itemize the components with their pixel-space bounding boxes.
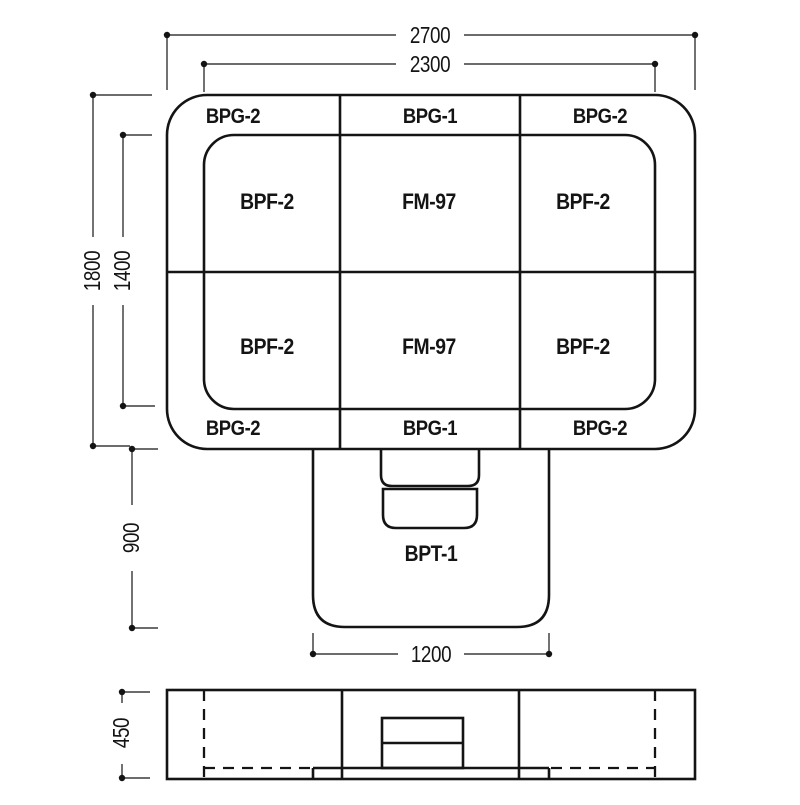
dimension-1800 xyxy=(89,91,152,450)
cell-label-band-bottom-left: BPG-2 xyxy=(206,417,261,440)
cell-label-row1-right: BPF-2 xyxy=(556,190,610,214)
table-step-1 xyxy=(379,449,481,488)
dimension-label-2700: 2700 xyxy=(410,23,450,48)
dimension-900 xyxy=(128,445,158,632)
cell-label-band-top-right: BPG-2 xyxy=(573,105,628,128)
plan-labels: BPG-2 BPG-1 BPG-2 BPF-2 FM-97 BPF-2 BPF-… xyxy=(206,105,628,566)
dimension-label-450: 450 xyxy=(109,718,134,748)
dimension-label-900: 900 xyxy=(119,523,144,553)
dimension-label-1200: 1200 xyxy=(411,642,451,667)
elevation-outline xyxy=(165,688,697,781)
cell-label-row1-left: BPF-2 xyxy=(240,190,294,214)
dimension-1200 xyxy=(309,633,553,658)
table-outline xyxy=(311,449,551,629)
dimension-lines xyxy=(89,31,699,782)
dimension-label-1400: 1400 xyxy=(110,251,135,291)
cell-label-band-bottom-middle: BPG-1 xyxy=(403,417,458,440)
cell-label-row2-middle: FM-97 xyxy=(402,335,456,359)
table-step-2 xyxy=(381,487,479,530)
dimension-2300 xyxy=(200,60,659,92)
dimension-1400 xyxy=(119,131,155,410)
dimension-450 xyxy=(118,688,150,782)
dimension-label-2300: 2300 xyxy=(410,52,450,77)
dimension-label-1800: 1800 xyxy=(80,251,105,291)
dimension-2700 xyxy=(163,31,699,90)
cell-label-row2-right: BPF-2 xyxy=(556,335,610,359)
elevation-view xyxy=(165,688,697,781)
cell-label-row1-middle: FM-97 xyxy=(402,190,456,214)
table-label: BPT-1 xyxy=(405,542,458,566)
cell-label-row2-left: BPF-2 xyxy=(240,335,294,359)
plan-view xyxy=(165,93,697,629)
dimension-labels: 2700 2300 1800 1400 900 1200 450 xyxy=(80,23,451,748)
cell-label-band-top-left: BPG-2 xyxy=(206,105,261,128)
cell-label-band-bottom-right: BPG-2 xyxy=(573,417,628,440)
cell-label-band-top-middle: BPG-1 xyxy=(403,105,458,128)
